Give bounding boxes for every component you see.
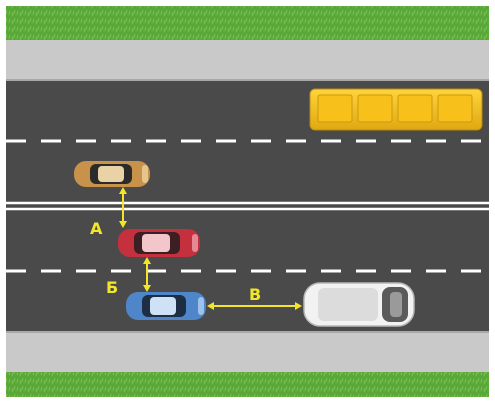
sidewalk-bottom (6, 332, 489, 372)
blue-car (126, 292, 206, 320)
label-v: В (249, 285, 261, 304)
white-van (304, 283, 414, 326)
label-b: Б (106, 278, 118, 297)
yellow-bus (310, 89, 482, 130)
tan-car (74, 161, 150, 187)
grass-bottom (6, 372, 489, 397)
red-car (118, 229, 200, 257)
grass-top (6, 6, 489, 40)
label-a: А (90, 219, 103, 238)
sidewalk-top (6, 40, 489, 80)
